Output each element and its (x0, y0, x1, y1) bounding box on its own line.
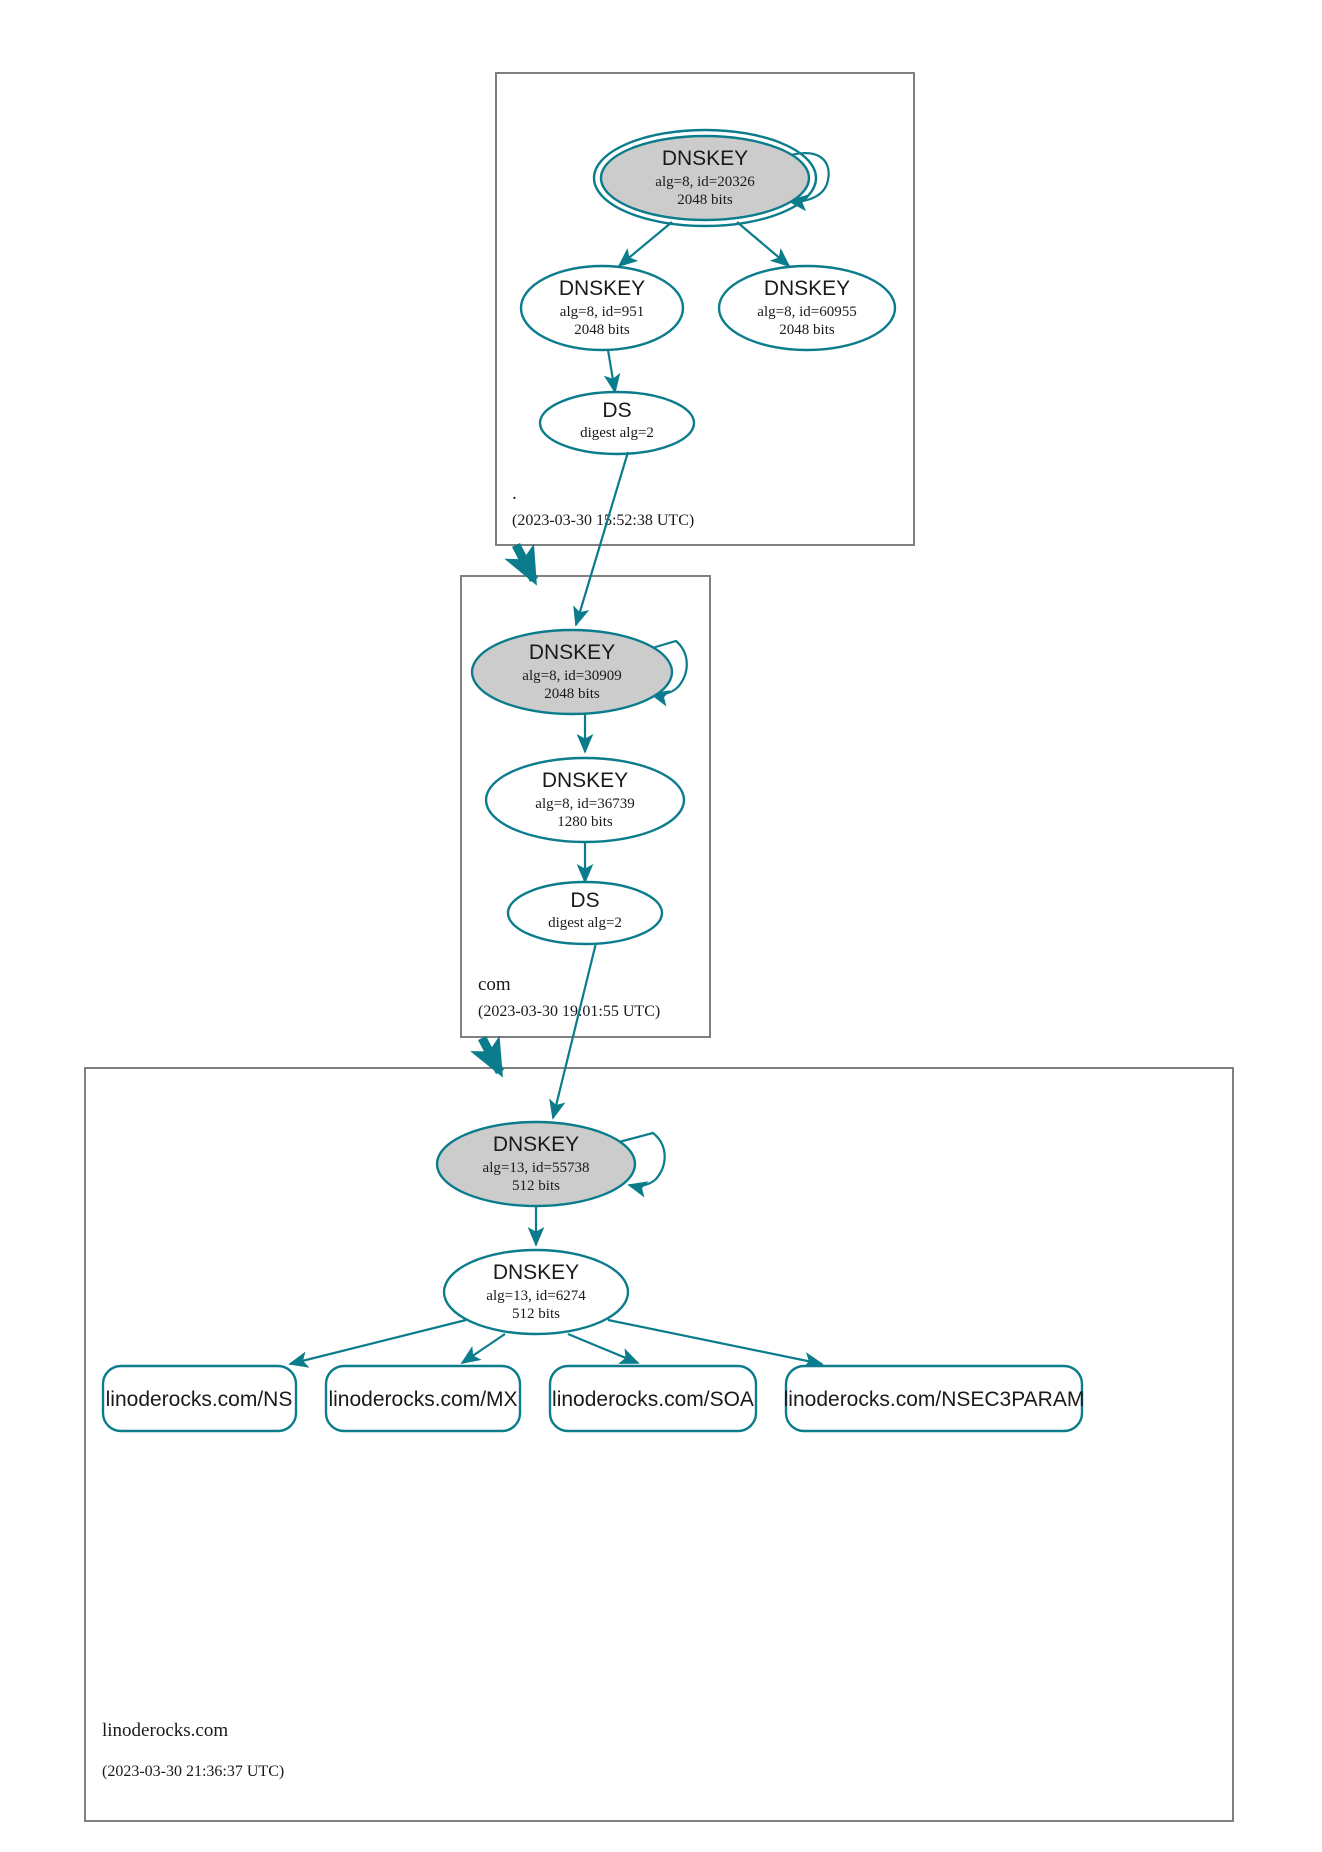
rrset-node-ns[interactable]: linoderocks.com/NS (101, 1364, 298, 1433)
node-line3: 512 bits (512, 1306, 560, 1322)
rrset-box (548, 1364, 758, 1433)
node-line2: alg=8, id=20326 (655, 174, 755, 190)
node-title: DNSKEY (529, 641, 615, 664)
node-line2: alg=8, id=30909 (522, 668, 621, 684)
node-line3: 2048 bits (677, 192, 733, 208)
node-ellipse (484, 756, 686, 844)
rrset-label: linoderocks.com/NSEC3PARAM (784, 1388, 1085, 1411)
node-dnskey-lr-zsk-6274[interactable]: DNSKEY alg=13, id=6274 512 bits (442, 1248, 630, 1336)
trust-anchor-outer-ring (592, 128, 818, 228)
node-line2: alg=13, id=6274 (486, 1288, 586, 1304)
node-ellipse (519, 264, 685, 352)
edge-root-ds-to-com-ksk (573, 451, 630, 627)
rrset-node-nsec3param[interactable]: linoderocks.com/NSEC3PARAM (784, 1364, 1085, 1433)
node-line2: alg=8, id=60955 (757, 304, 856, 320)
node-line3: 2048 bits (574, 322, 630, 338)
node-title: DNSKEY (764, 277, 850, 300)
node-ds-root[interactable]: DS digest alg=2 (538, 390, 696, 456)
edge-com-ds-to-lr-ksk (549, 942, 598, 1120)
rrset-label: linoderocks.com/MX (328, 1388, 517, 1411)
zone-group-linoderocks: DNSKEY alg=13, id=55738 512 bits DNSKEY … (84, 942, 1234, 1822)
node-title: DS (570, 889, 599, 912)
edge-self-sign-com-ksk (641, 639, 688, 707)
node-line2: digest alg=2 (548, 915, 622, 931)
edge-root-951-to-ds (603, 349, 621, 394)
node-title: DNSKEY (493, 1133, 579, 1156)
node-ellipse (470, 628, 674, 716)
node-ellipse (506, 880, 664, 946)
rrset-label: linoderocks.com/SOA (552, 1388, 754, 1411)
node-line3: 512 bits (512, 1178, 560, 1194)
rrset-box (784, 1364, 1084, 1433)
edge-zone-delegation-root-to-com (504, 542, 539, 586)
node-ellipse (538, 390, 696, 456)
node-line3: 2048 bits (779, 322, 835, 338)
node-ellipse (717, 264, 897, 352)
node-ellipse (599, 134, 811, 222)
zone-label-linoderocks: linoderocks.com (102, 1720, 228, 1741)
node-line2: digest alg=2 (580, 425, 654, 441)
edge-lr-zsk-to-ns (288, 1318, 467, 1368)
node-title: DNSKEY (493, 1261, 579, 1284)
node-title: DNSKEY (542, 769, 628, 792)
rrset-node-mx[interactable]: linoderocks.com/MX (324, 1364, 522, 1433)
node-ds-com[interactable]: DS digest alg=2 (506, 880, 664, 946)
node-ellipse (442, 1248, 630, 1336)
edge-lr-zsk-to-nsec3param (607, 1318, 824, 1369)
edge-lr-zsk-to-mx (460, 1333, 506, 1364)
node-dnskey-root-zsk-60955[interactable]: DNSKEY alg=8, id=60955 2048 bits (717, 264, 897, 352)
node-title: DNSKEY (662, 147, 748, 170)
node-dnskey-com-ksk-30909[interactable]: DNSKEY alg=8, id=30909 2048 bits (470, 628, 674, 716)
node-dnskey-lr-ksk-55738[interactable]: DNSKEY alg=13, id=55738 512 bits (435, 1120, 637, 1208)
rrset-box (101, 1364, 298, 1433)
node-title: DNSKEY (559, 277, 645, 300)
node-line3: 1280 bits (557, 814, 613, 830)
zone-label-root: . (512, 483, 517, 504)
node-dnskey-root-ksk-20326[interactable]: DNSKEY alg=8, id=20326 2048 bits (592, 128, 818, 228)
rrset-node-soa[interactable]: linoderocks.com/SOA (548, 1364, 758, 1433)
zone-group-root: DNSKEY alg=8, id=20326 2048 bits DNSKEY … (495, 72, 915, 546)
node-line2: alg=13, id=55738 (483, 1160, 590, 1176)
node-line2: alg=8, id=951 (560, 304, 644, 320)
node-ellipse (435, 1120, 637, 1208)
zone-group-com: DNSKEY alg=8, id=30909 2048 bits DNSKEY … (460, 451, 711, 1038)
zone-timestamp-com: (2023-03-30 19:01:55 UTC) (478, 1003, 660, 1020)
edge-lr-zsk-to-soa (567, 1332, 640, 1365)
edge-root-ksk-to-951 (617, 221, 673, 268)
node-line2: alg=8, id=36739 (535, 796, 634, 812)
node-dnskey-root-zsk-951[interactable]: DNSKEY alg=8, id=951 2048 bits (519, 264, 685, 352)
edge-zone-delegation-com-to-linoderocks (470, 1035, 504, 1078)
edge-root-ksk-to-60955 (736, 221, 791, 268)
rrset-box (324, 1364, 522, 1433)
zone-box-linoderocks (84, 1067, 1234, 1822)
edge-self-sign-lr-ksk (618, 1131, 666, 1198)
node-title: DS (602, 399, 631, 422)
node-dnskey-com-zsk-36739[interactable]: DNSKEY alg=8, id=36739 1280 bits (484, 756, 686, 844)
rrset-label: linoderocks.com/NS (106, 1388, 293, 1411)
edge-self-sign-root-ksk (780, 152, 830, 212)
zone-label-com: com (478, 974, 511, 995)
zone-timestamp-linoderocks: (2023-03-30 21:36:37 UTC) (102, 1763, 284, 1780)
zone-timestamp-root: (2023-03-30 15:52:38 UTC) (512, 512, 694, 529)
node-line3: 2048 bits (544, 686, 600, 702)
